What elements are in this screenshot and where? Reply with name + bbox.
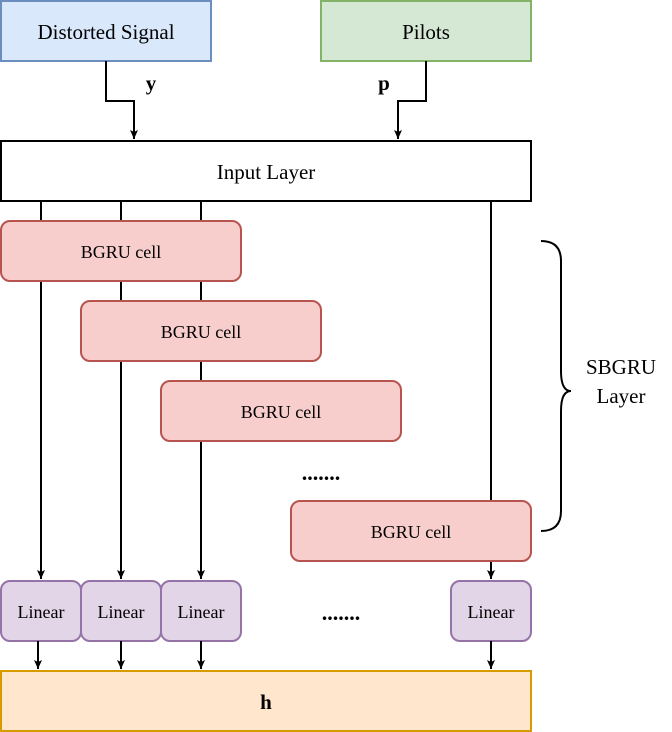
bgru-cell-1: BGRU cell xyxy=(0,220,242,282)
sbgru-layer-label-line1: SBGRU xyxy=(586,355,656,379)
distorted-signal-box: Distorted Signal xyxy=(0,0,212,62)
y-connector xyxy=(105,61,138,139)
linear-block-3-label: Linear xyxy=(178,602,225,622)
linear-block-2: Linear xyxy=(80,580,162,642)
sbgru-layer-label-line2: Layer xyxy=(597,384,646,408)
linear-block-2-label: Linear xyxy=(98,602,145,622)
bgru-cell-2: BGRU cell xyxy=(80,300,322,362)
bgru-cell-2-label: BGRU cell xyxy=(161,322,242,342)
output-h-label: h xyxy=(260,690,272,714)
bgru-cell-3: BGRU cell xyxy=(160,380,402,442)
p-edge-label: p xyxy=(378,71,390,95)
pilots-rect xyxy=(320,0,532,62)
sbgru-brace xyxy=(540,240,572,532)
bgru-cell-1-label: BGRU cell xyxy=(81,242,162,262)
bgru-cell-1-rect xyxy=(0,220,242,282)
bgru-cell-3-label: BGRU cell xyxy=(241,402,322,422)
input-layer-rect xyxy=(0,140,532,202)
input-layer-box: Input Layer xyxy=(0,140,532,202)
linear-block-4-label: Linear xyxy=(468,602,515,622)
linear-block-1: Linear xyxy=(0,580,82,642)
bgru-ellipsis: ....... xyxy=(302,460,341,485)
linear-block-1-label: Linear xyxy=(18,602,65,622)
linear-block-3: Linear xyxy=(160,580,242,642)
distorted-signal-label: Distorted Signal xyxy=(37,20,174,44)
input-layer-label: Input Layer xyxy=(217,160,316,184)
linear-block-4: Linear xyxy=(450,580,532,642)
distorted-signal-rect xyxy=(0,0,212,62)
bgru-cell-3-rect xyxy=(160,380,402,442)
pilots-box: Pilots xyxy=(320,0,532,62)
linear-ellipsis: ....... xyxy=(322,600,361,625)
pilots-label: Pilots xyxy=(402,20,450,44)
bgru-cell-2-rect xyxy=(80,300,322,362)
y-edge-label: y xyxy=(146,71,157,95)
output-h-rect xyxy=(0,670,532,732)
output-h-box: h xyxy=(0,670,532,732)
bgru-cell-4: BGRU cell xyxy=(290,500,532,562)
p-connector xyxy=(394,61,427,139)
bgru-cell-4-rect xyxy=(290,500,532,562)
bgru-cell-4-label: BGRU cell xyxy=(371,522,452,542)
